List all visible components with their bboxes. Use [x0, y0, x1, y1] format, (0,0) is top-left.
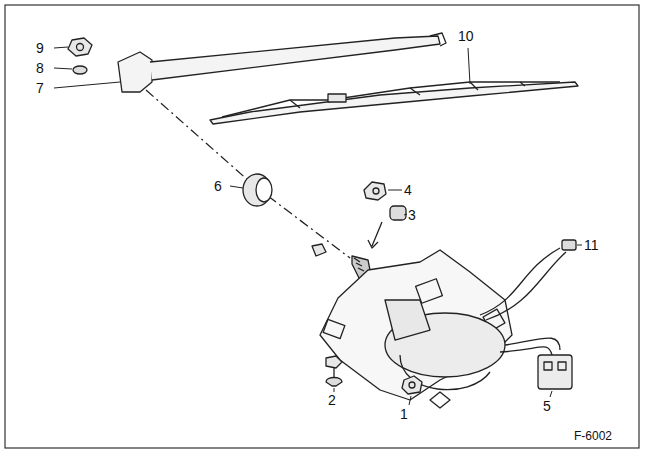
- callout-number: 7: [36, 81, 44, 95]
- callout-number: 10: [458, 29, 474, 43]
- callout-number: 3: [408, 208, 416, 222]
- callout-number: 6: [214, 179, 222, 193]
- callout-number: 9: [36, 41, 44, 55]
- callout-number: 8: [36, 61, 44, 75]
- callout-number: 4: [404, 183, 412, 197]
- callout-number: 1: [400, 407, 408, 421]
- figure-code: F-6002: [574, 430, 612, 442]
- callout-number: 11: [584, 238, 599, 252]
- frame-border: [5, 5, 639, 448]
- callout-number: 2: [328, 393, 336, 407]
- callout-number: 5: [543, 399, 551, 413]
